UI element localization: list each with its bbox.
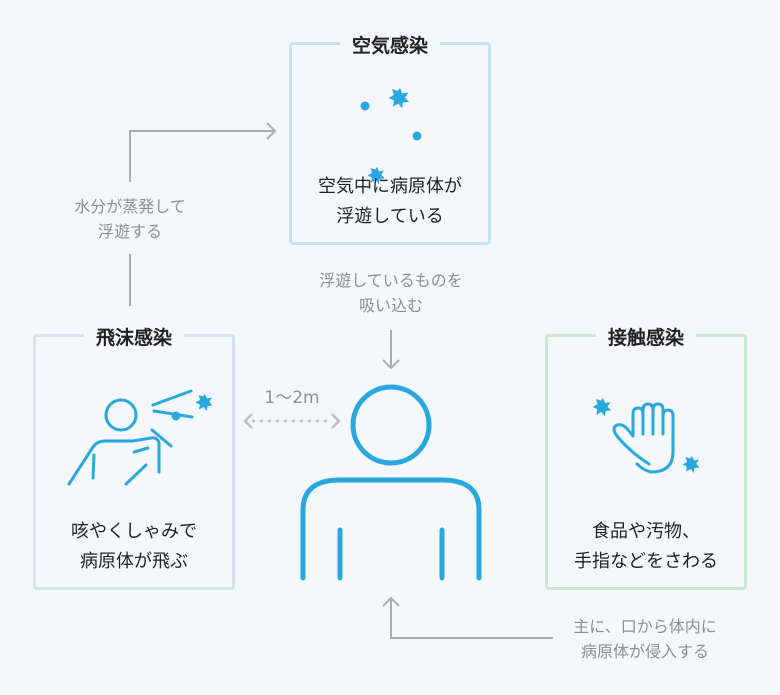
droplet-line-2: 病原体が飛ぶ — [80, 551, 188, 572]
entry-label-2: 病原体が侵入する — [580, 642, 709, 661]
evaporation-label-2: 浮遊する — [97, 222, 162, 241]
contact-infection-box: 接触感染 食品や汚物、 手指などをさわる — [545, 323, 747, 590]
inhale-label-1: 浮遊しているものを — [319, 271, 463, 290]
droplet-infection-title: 飛沫感染 — [83, 323, 185, 350]
inhale-arrowhead — [382, 359, 400, 370]
inhale-label-2: 吸い込む — [358, 296, 423, 315]
distance-arrowhead-right — [331, 413, 341, 429]
contact-line-2: 手指などをさわる — [574, 551, 718, 572]
distance-arrowhead-left — [243, 413, 253, 429]
contact-infection-title: 接触感染 — [595, 323, 697, 350]
airborne-infection-title: 空気感染 — [339, 31, 441, 58]
contact-line-1: 食品や汚物、 — [592, 521, 700, 542]
droplet-infection-box: 飛沫感染 咳やくしゃみで 病原体が飛ぶ — [33, 323, 235, 590]
evaporation-label-1: 水分が蒸発して — [74, 197, 186, 216]
sneezing-person-icon — [67, 389, 213, 486]
hand-pathogens-icon — [592, 398, 700, 474]
airborne-infection-box: 空気感染 空気中に病原体が 浮遊している — [289, 31, 491, 245]
entry-connector — [390, 598, 553, 639]
entry-label-1: 主に、口から体内に — [573, 617, 717, 636]
airborne-line-2: 浮遊している — [336, 206, 444, 227]
evaporation-connector-upper — [129, 130, 275, 182]
distance-label: 1〜2m — [264, 388, 320, 408]
airborne-pathogens-icon — [360, 88, 422, 184]
evaporation-arrowhead — [266, 122, 277, 140]
entry-arrowhead — [382, 596, 400, 607]
droplet-line-1: 咳やくしゃみで — [71, 521, 197, 542]
airborne-line-1: 空気中に病原体が — [318, 176, 462, 197]
